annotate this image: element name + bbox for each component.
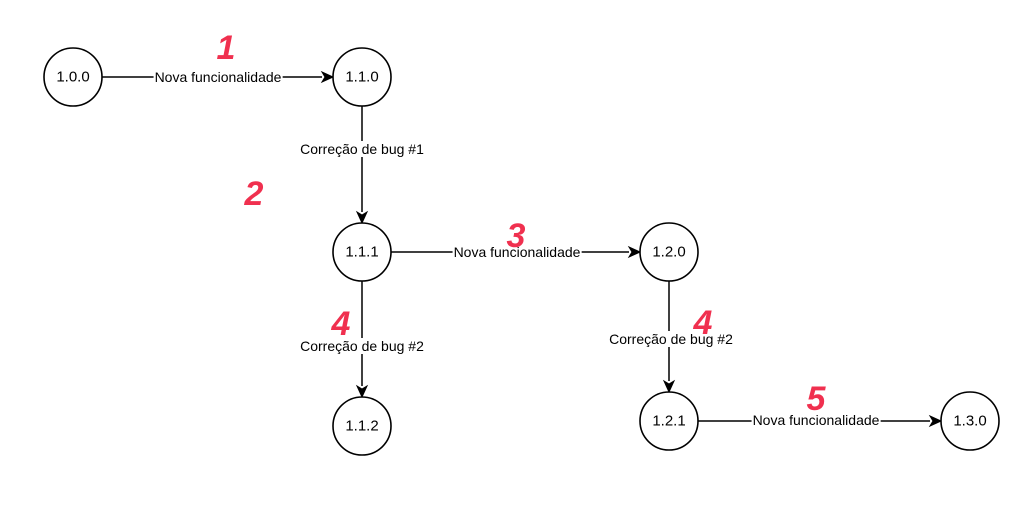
edge-label: Correção de bug #2 — [300, 338, 424, 354]
version-node-1-3-0: 1.3.0 — [940, 391, 1000, 451]
edge-n121-n130: Nova funcionalidade — [698, 412, 943, 428]
arrow-head-icon — [928, 414, 943, 428]
step-markers-layer: 1 2 3 4 4 5 — [217, 29, 827, 418]
edge-label-background — [751, 412, 881, 428]
edge-n120-n121: Correção de bug #2 — [608, 281, 735, 394]
arrow-head-icon — [320, 70, 335, 84]
node-circle — [639, 391, 699, 451]
step-marker: 1 — [217, 29, 236, 67]
node-label: 1.2.1 — [652, 413, 685, 430]
version-node-1-1-1: 1.1.1 — [332, 222, 392, 282]
node-label: 1.3.0 — [953, 413, 986, 430]
node-circle — [639, 222, 699, 282]
edge-label-background — [608, 331, 735, 347]
edge-label: Nova funcionalidade — [753, 412, 880, 428]
edge-label-background — [299, 338, 426, 354]
edge-label-background — [299, 141, 426, 157]
node-label: 1.1.2 — [345, 418, 378, 435]
version-node-1-0-0: 1.0.0 — [43, 47, 103, 107]
version-node-1-1-0: 1.1.0 — [332, 47, 392, 107]
arrow-head-icon — [662, 379, 676, 394]
edge-label-background — [153, 69, 283, 85]
node-circle — [940, 391, 1000, 451]
arrow-head-icon — [355, 384, 369, 399]
edge-label: Nova funcionalidade — [155, 69, 282, 85]
node-label: 1.2.0 — [652, 244, 685, 261]
step-marker: 2 — [244, 175, 264, 213]
arrow-head-icon — [627, 245, 642, 259]
nodes-layer: 1.0.0 1.1.0 1.1.1 1.2.0 1.1.2 1.2.1 1.3.0 — [43, 47, 1000, 456]
step-marker: 3 — [507, 217, 526, 255]
version-node-1-2-0: 1.2.0 — [639, 222, 699, 282]
step-marker: 4 — [331, 305, 351, 343]
node-circle — [332, 222, 392, 282]
version-node-1-2-1: 1.2.1 — [639, 391, 699, 451]
node-circle — [43, 47, 103, 107]
edge-n111-n112: Correção de bug #2 — [299, 281, 426, 399]
node-label: 1.1.0 — [345, 69, 378, 86]
node-circle — [332, 47, 392, 107]
version-node-1-1-2: 1.1.2 — [332, 396, 392, 456]
node-label: 1.1.1 — [345, 244, 378, 261]
step-marker: 4 — [693, 304, 713, 342]
step-marker: 5 — [807, 380, 827, 418]
node-label: 1.0.0 — [56, 69, 89, 86]
edge-label: Nova funcionalidade — [454, 244, 581, 260]
edge-label: Correção de bug #2 — [609, 331, 733, 347]
edge-n110-n111: Correção de bug #1 — [299, 106, 426, 225]
edge-n100-n110: Nova funcionalidade — [102, 69, 335, 85]
edge-label-background — [452, 244, 582, 260]
arrow-head-icon — [355, 210, 369, 225]
node-circle — [332, 396, 392, 456]
edge-label: Correção de bug #1 — [300, 141, 424, 157]
edge-n111-n120: Nova funcionalidade — [391, 244, 642, 260]
